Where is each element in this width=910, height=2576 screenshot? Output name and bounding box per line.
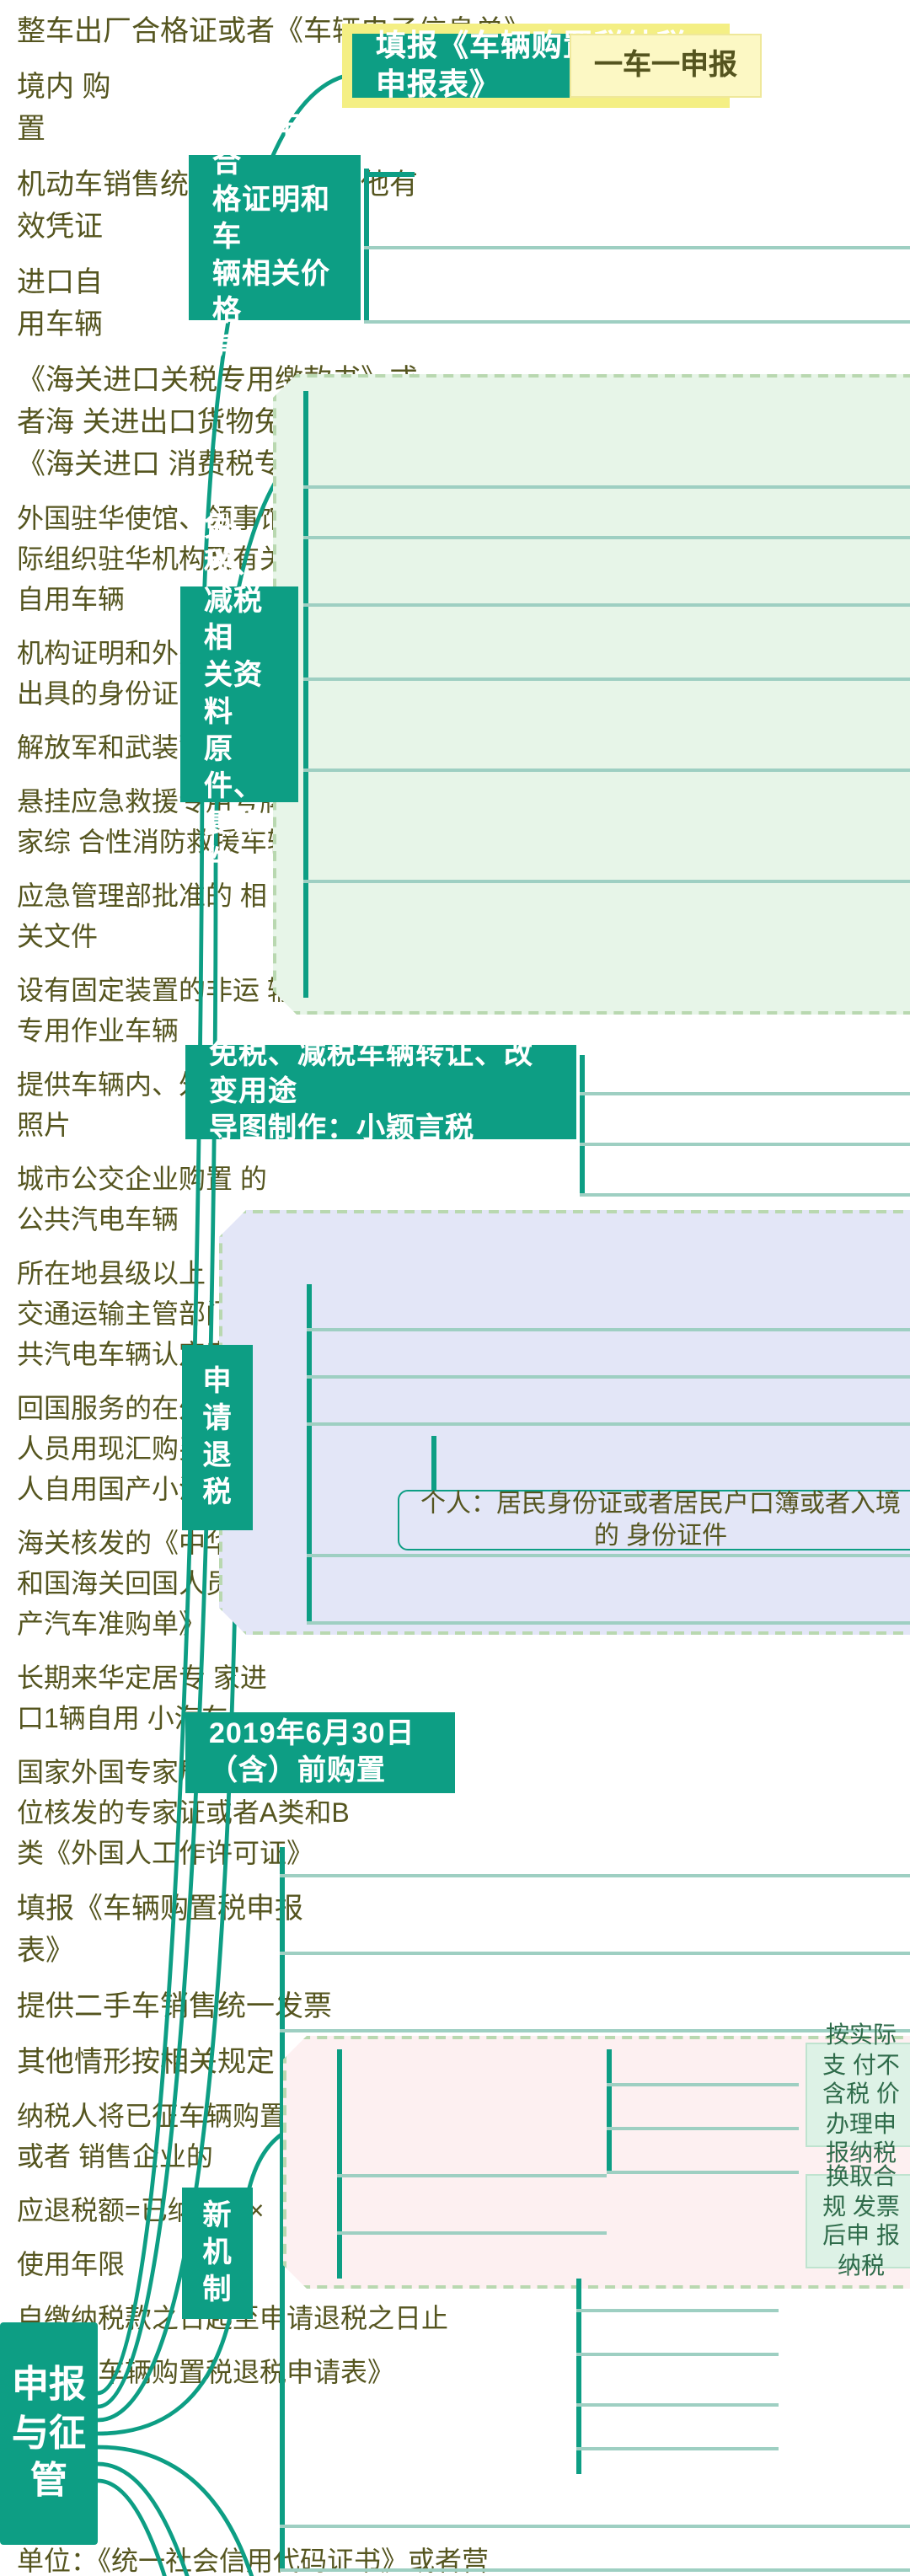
- rule: [364, 246, 910, 249]
- leaf-transfer-invoice: 提供二手车销售统一发票: [17, 1990, 332, 2022]
- rule: [576, 2353, 779, 2356]
- chip-identity-individual: 个人：居民身份证或者居民户口簿或者入境的 身份证件: [398, 1489, 910, 1550]
- rule: [303, 880, 910, 883]
- rule: [607, 2171, 799, 2174]
- rule: [607, 2127, 799, 2130]
- node-before-2019-06-30[interactable]: 2019年6月30日 （含）前购置: [185, 1712, 455, 1793]
- node-transfer-change-use[interactable]: 免税、减税车辆转让、改变用途 导图制作：小颖言税: [185, 1038, 576, 1144]
- leaf-transfer-form: 填报《车辆购置税申报表》: [17, 1893, 303, 1967]
- connector-vertical: [576, 2279, 581, 2474]
- rule: [303, 536, 910, 539]
- rule: [307, 1422, 910, 1426]
- rule: [580, 1193, 910, 1197]
- rule: [280, 2568, 910, 2572]
- rule: [303, 677, 910, 681]
- rule: [607, 2083, 799, 2086]
- rule: [307, 1621, 910, 1625]
- rule: [580, 1143, 910, 1146]
- rule: [576, 2309, 779, 2312]
- node-apply-refund[interactable]: 申 请 退 税: [182, 1345, 253, 1530]
- node-root[interactable]: 申报 与征 管: [0, 2322, 98, 2545]
- rule: [303, 485, 910, 489]
- chip-exchange-invoice: 换取合规 发票后申 报纳税: [806, 2162, 910, 2278]
- rule: [303, 769, 910, 772]
- rule: [280, 1874, 910, 1877]
- connector-vertical: [303, 391, 308, 998]
- rule: [280, 2029, 910, 2032]
- rule: [576, 2403, 779, 2407]
- leaf-usage-years-label: 使用年限: [17, 2252, 126, 2280]
- node-provide-certificate[interactable]: 提供车辆合 格证明和车 辆相关价格 凭证: [189, 109, 361, 364]
- rule: [307, 1328, 910, 1331]
- chip-pay-actual-price: 按实际支 付不含税 价办理申 报纳税: [806, 2022, 910, 2166]
- leaf-import-vehicle-label: 进口自 用车辆: [17, 266, 103, 340]
- connector-vertical: [337, 2049, 342, 2279]
- connector-vertical: [364, 169, 369, 320]
- plate-exemption-group: [273, 374, 910, 1015]
- connector-vertical: [280, 1847, 285, 2572]
- node-exemption-materials[interactable]: 免税、 减税相 关资料 原件、 复印件: [180, 510, 298, 877]
- rule: [337, 2231, 607, 2235]
- node-new-mechanism[interactable]: 新 机 制: [182, 2188, 253, 2319]
- rule: [576, 2447, 779, 2450]
- connector-vertical: [431, 1436, 436, 1540]
- connector-vertical: [580, 1055, 585, 1197]
- chip-one-car-one-declaration[interactable]: 一车一申报: [570, 34, 762, 98]
- rule: [307, 1375, 910, 1379]
- rule: [364, 172, 415, 177]
- connector-vertical: [607, 2049, 612, 2171]
- rule: [280, 2525, 910, 2528]
- rule: [580, 1092, 910, 1095]
- rule: [307, 1554, 910, 1557]
- leaf-domestic-purchase-label: 境内 购置: [17, 71, 111, 145]
- rule: [303, 603, 910, 607]
- rule: [337, 2174, 607, 2177]
- rule: [280, 1952, 910, 1955]
- rule: [364, 320, 910, 324]
- connector-vertical: [307, 1284, 312, 1621]
